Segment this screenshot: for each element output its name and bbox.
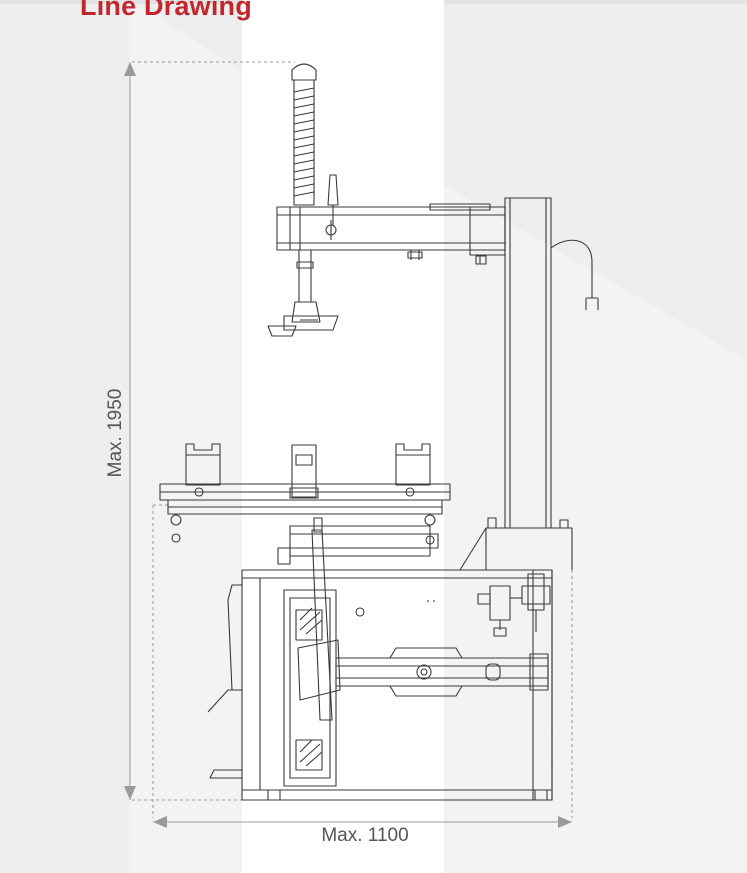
table-cylinder xyxy=(277,525,439,565)
cabinet xyxy=(241,569,553,801)
width-dimension-label: Max. 1100 xyxy=(321,825,409,846)
bead-breaker-lever xyxy=(297,517,341,721)
turntable xyxy=(159,443,451,545)
section-heading: Line Drawing xyxy=(80,0,252,21)
spring-column xyxy=(291,63,317,206)
column xyxy=(504,197,552,529)
front-panel xyxy=(283,589,337,787)
highlight-band xyxy=(242,0,444,873)
air-hose xyxy=(550,239,599,310)
mount-head xyxy=(267,249,339,337)
horizontal-arm xyxy=(276,203,506,265)
pedals xyxy=(207,584,242,779)
bead-breaker-arm xyxy=(335,647,549,697)
column-base xyxy=(459,517,573,571)
air-regulator xyxy=(477,573,551,637)
arm-lever xyxy=(327,174,339,226)
